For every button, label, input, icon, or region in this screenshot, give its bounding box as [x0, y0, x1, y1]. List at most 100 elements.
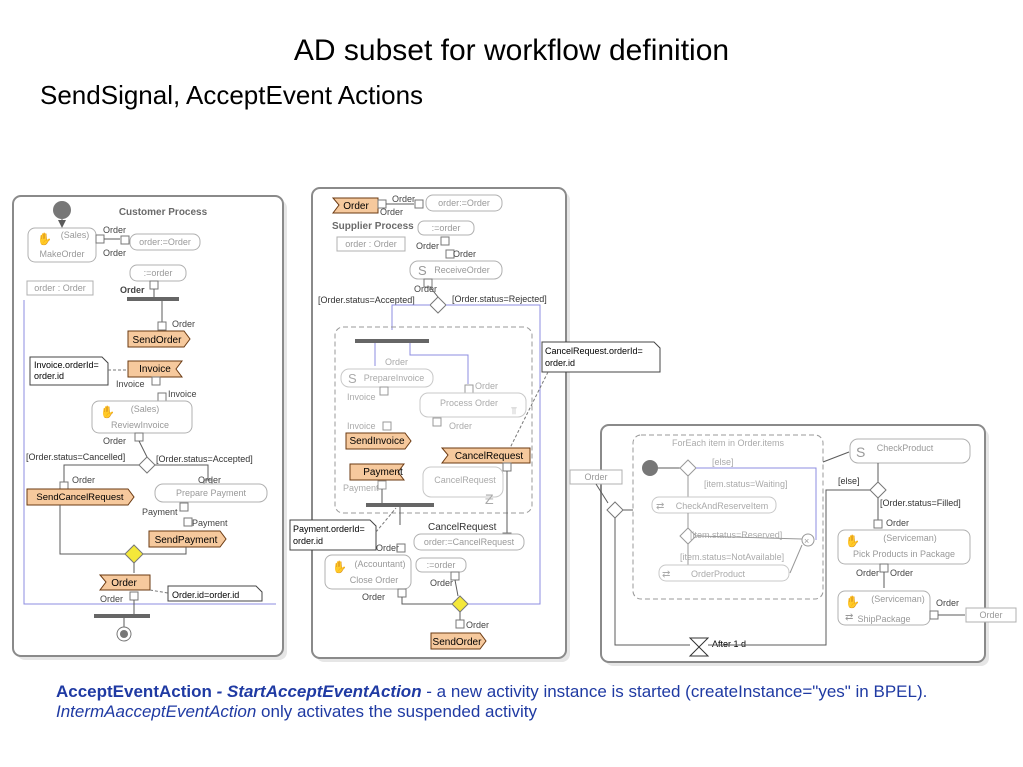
- eq-order-action[interactable]: [415, 557, 467, 573]
- guard-cancelled: [Order.status=Cancelled]: [26, 452, 125, 462]
- order-output-label: Order: [979, 610, 1002, 620]
- order-pin-label: Order: [376, 543, 399, 553]
- send-order-label: SendOrder: [433, 637, 483, 648]
- assign-order-label: order:=Order: [438, 198, 490, 208]
- else-label: [else]: [712, 457, 734, 467]
- signal-s-icon: S: [348, 371, 357, 386]
- send-order-signal[interactable]: [430, 632, 487, 650]
- swap-icon: ⇄: [662, 569, 670, 580]
- send-payment-label: SendPayment: [155, 535, 218, 546]
- x-icon: ×: [804, 536, 809, 546]
- order-pin-label: Order: [886, 518, 909, 528]
- receive-order-label: ReceiveOrder: [434, 265, 490, 275]
- invoice-accept-event[interactable]: [127, 360, 183, 378]
- cancel-note: [541, 341, 661, 373]
- supplier-process-title: Supplier Process: [332, 221, 414, 232]
- order-pin-label: Order: [103, 436, 126, 446]
- else-guard: [else]: [838, 476, 860, 486]
- payment-pin-label: Payment: [192, 518, 228, 528]
- decision-node: [429, 296, 447, 314]
- order-pin-label: Order: [430, 578, 453, 588]
- join-bar: [366, 503, 434, 507]
- invoice-pin-label: Invoice: [347, 421, 376, 431]
- process-order-action[interactable]: [419, 392, 527, 418]
- order-variable-label: order : Order: [345, 239, 397, 249]
- order-pin-label: Order: [198, 475, 221, 485]
- note-line: order.id: [293, 536, 323, 546]
- not-available-guard: [item.status=NotAvailable]: [680, 552, 784, 562]
- hand-icon: ✋: [100, 405, 115, 419]
- close-order-label: Close Order: [350, 575, 399, 585]
- note-line: Invoice.orderId=: [34, 360, 99, 370]
- join-bar: [94, 614, 150, 618]
- order-pin-label: Order: [856, 568, 879, 578]
- cancel-request-accept-event[interactable]: [440, 447, 531, 464]
- serviceman-label: (Serviceman): [871, 594, 925, 604]
- make-order-label: MakeOrder: [39, 249, 84, 259]
- order-variable: [26, 280, 94, 296]
- receive-order-action[interactable]: [409, 260, 503, 280]
- prepare-payment-action[interactable]: [154, 483, 268, 503]
- send-order-label: SendOrder: [133, 335, 183, 346]
- order-pin-label: Order: [936, 598, 959, 608]
- guard-accepted: [Order.status=Accepted]: [156, 454, 253, 464]
- payment-accept-event[interactable]: [349, 463, 405, 481]
- signal-s-icon: S: [418, 263, 427, 278]
- order-pin-label: Order: [453, 249, 476, 259]
- order-pin-label: Order: [72, 475, 95, 485]
- eq-order-action[interactable]: [417, 220, 475, 236]
- ship-package-action[interactable]: [837, 590, 931, 626]
- hand-icon: ✋: [845, 595, 860, 609]
- cancel-request-action[interactable]: [422, 466, 504, 498]
- note-line: order.id: [545, 358, 575, 368]
- shipping-process: Order ForEach item in Order.items [else]…: [569, 424, 1017, 666]
- eq-order-label: :=order: [432, 223, 461, 233]
- assign-order-action[interactable]: [129, 233, 201, 251]
- check-reserve-label: CheckAndReserveItem: [676, 501, 769, 511]
- check-and-reserve-action[interactable]: [651, 496, 777, 514]
- assign-order-label: order:=Order: [139, 237, 191, 247]
- order-pin-label: Order: [362, 592, 385, 602]
- note-line: order.id: [34, 371, 64, 381]
- order-pin-label: Order: [100, 594, 123, 604]
- assign-order-action[interactable]: [425, 194, 503, 212]
- order-variable: [336, 236, 406, 252]
- send-invoice-signal[interactable]: [345, 432, 412, 450]
- hourglass-timer-icon: [688, 637, 710, 657]
- reserved-guard: [item.status=Reserved]: [690, 530, 782, 540]
- ship-package-label: ShipPackage: [857, 614, 910, 624]
- fork-bar: [127, 297, 179, 301]
- order-pin-label: Order: [890, 568, 913, 578]
- order-pin-label: Order: [392, 194, 415, 204]
- hand-icon: ✋: [37, 232, 52, 246]
- fork-bar: [355, 339, 429, 343]
- send-invoice-label: SendInvoice: [349, 436, 404, 447]
- sales-label: (Sales): [61, 230, 90, 240]
- send-payment-signal[interactable]: [148, 530, 227, 548]
- assign-cancel-action[interactable]: [413, 533, 525, 551]
- pick-products-action[interactable]: [837, 529, 971, 565]
- order-pin-label: Order: [416, 241, 439, 251]
- rake-icon: ⫪: [510, 406, 517, 417]
- swap-icon: ⇄: [845, 612, 853, 623]
- close-order-action[interactable]: [324, 554, 412, 590]
- invoice-label: Invoice: [139, 364, 171, 375]
- caption-text: - a new activity instance is started (cr…: [421, 682, 928, 701]
- make-order-action[interactable]: [27, 227, 97, 263]
- invoice-pin-label: Invoice: [116, 379, 145, 389]
- decision-node: [138, 456, 156, 474]
- order-pin-label: Order: [414, 284, 437, 294]
- flow-final-node: [801, 533, 815, 547]
- invoice-pin-label: Invoice: [168, 389, 197, 399]
- filled-guard: [Order.status=Filled]: [880, 498, 961, 508]
- order-variable-label: order : Order: [34, 283, 86, 293]
- order-product-action[interactable]: [658, 564, 790, 582]
- check-product-action[interactable]: [849, 438, 971, 464]
- send-order-signal[interactable]: [127, 330, 191, 348]
- order-pin-label: Order: [172, 319, 195, 329]
- send-cancel-request-signal[interactable]: [26, 488, 135, 506]
- order-accept-event[interactable]: [98, 574, 151, 591]
- order-start-accept-event[interactable]: [331, 197, 379, 214]
- assign-cancel-label: order:=CancelRequest: [424, 537, 515, 547]
- cancel-request-pin-label: CancelRequest: [428, 522, 497, 533]
